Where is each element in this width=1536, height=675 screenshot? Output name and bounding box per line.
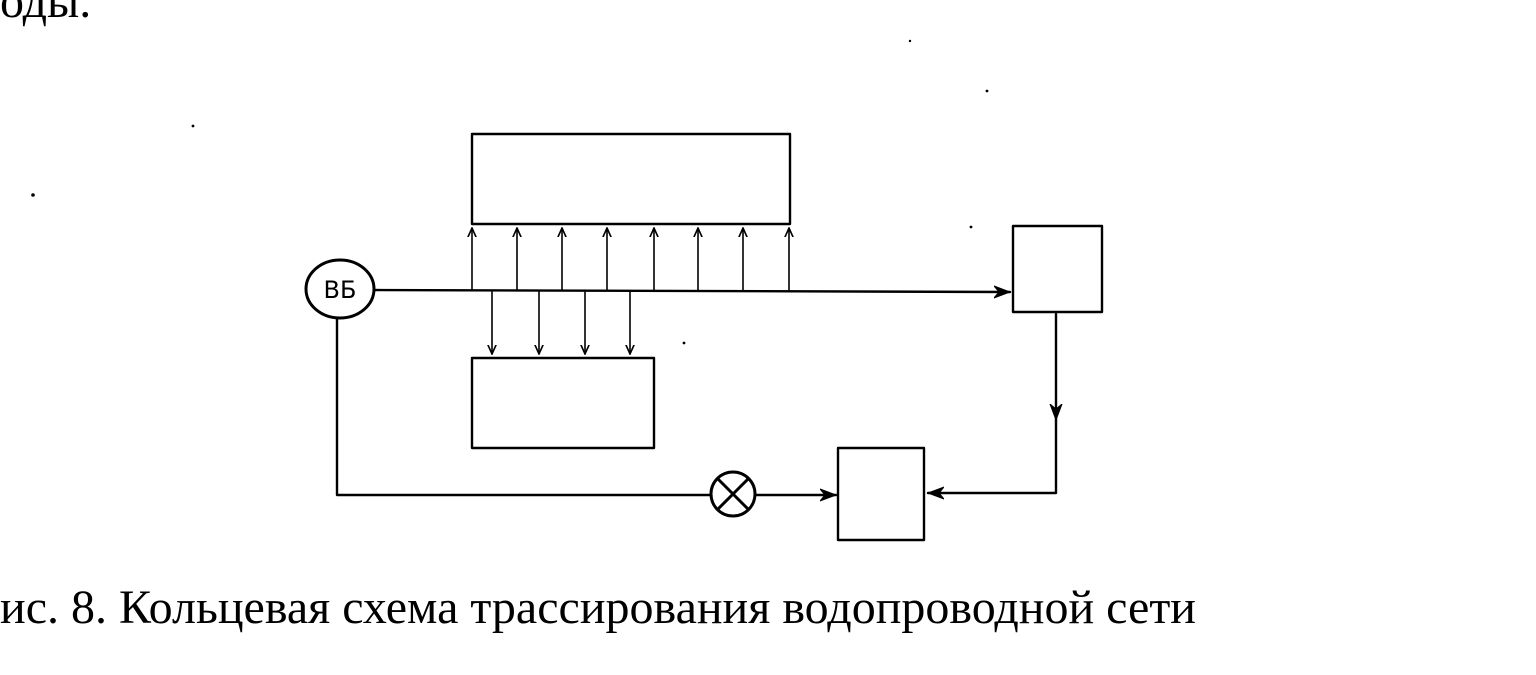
valve-icon [709,470,757,518]
upper-consumer-block [470,132,792,226]
page-text-fragment: оды. [0,0,92,28]
lower-branch-pipes [492,291,630,355]
main-supply-pipe [372,290,1010,292]
lower-consumer-block [470,356,656,450]
return-pipe-to-pump [928,418,1058,493]
water-tower-node: ВБ [304,258,376,320]
upper-branch-pipes [472,227,789,291]
scan-specks [31,39,989,345]
water-tower-label: ВБ [324,276,357,304]
pump-station-block [836,446,926,542]
figure-caption: ис. 8. Кольцевая схема трассирования вод… [0,581,1196,634]
return-line-from-tower [335,316,713,497]
treatment-block [1011,224,1104,314]
